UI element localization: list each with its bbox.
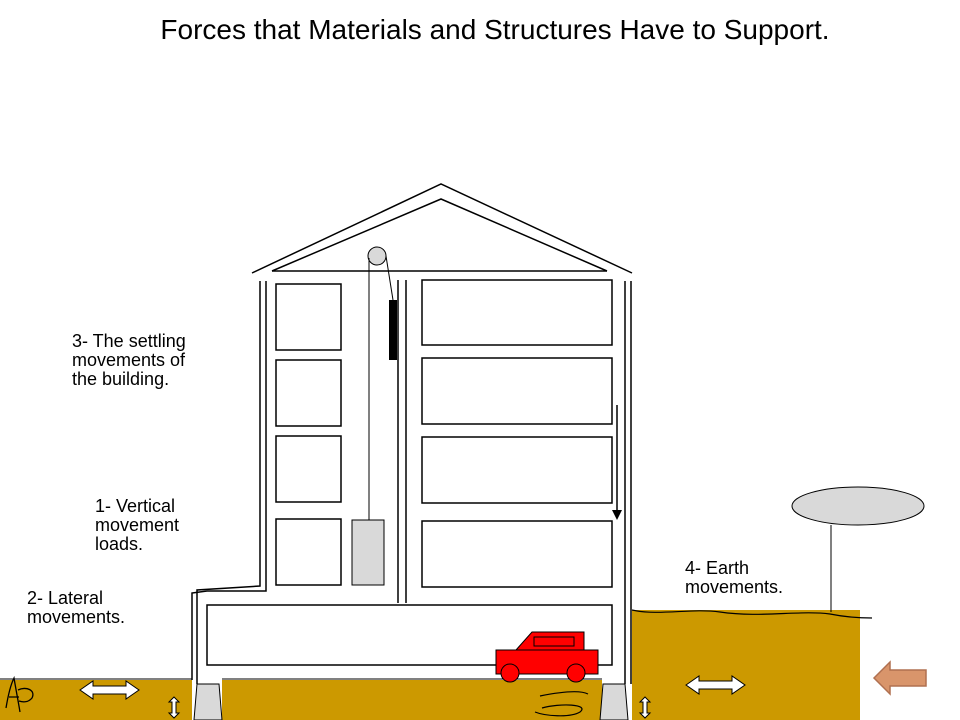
- label-vertical-loads: 1- Vertical movement loads.: [95, 496, 180, 554]
- page-title: Forces that Materials and Structures Hav…: [160, 14, 830, 45]
- ground-right: [632, 610, 860, 720]
- handwritten-mark: [5, 675, 34, 713]
- vertical-arrow-icon-right: [638, 696, 652, 719]
- elevator-cable-right: [385, 255, 394, 301]
- double-arrow-icon: [79, 680, 140, 700]
- window-left-4: [275, 518, 342, 586]
- window-left-2: [275, 359, 342, 427]
- double-arrow-icon: [685, 675, 746, 695]
- ground-under-building: [222, 680, 602, 720]
- room-right-4: [421, 520, 613, 588]
- counterweight: [389, 300, 397, 360]
- load-arrow-head: [612, 510, 622, 520]
- roof-outer: [251, 183, 633, 274]
- double-arrow-icon-left: [79, 680, 140, 700]
- elevator-car: [351, 519, 385, 586]
- wall-outer-left: [191, 281, 267, 680]
- car-icon: [495, 631, 599, 683]
- garage: [206, 604, 613, 666]
- foundation-pier-left: [193, 683, 223, 720]
- label-earth-movements: 4- Earth movements.: [685, 558, 784, 597]
- car-wheel-front: [566, 663, 586, 683]
- label-settling-movements: 3- The settling movements of the buildin…: [72, 331, 186, 389]
- label-lateral-movements: 2- Lateral movements.: [27, 588, 126, 627]
- vertical-arrow-icon-left: [167, 696, 181, 719]
- car-wheel-back: [500, 663, 520, 683]
- room-right-3: [421, 436, 613, 504]
- wall-inner-left: [196, 281, 261, 684]
- room-right-1: [421, 279, 613, 346]
- car-window: [533, 636, 575, 647]
- balloon: [791, 486, 925, 526]
- double-arrow-icon-right: [685, 675, 746, 695]
- scribble-mark: [534, 691, 589, 717]
- roof-inner: [271, 198, 608, 272]
- foundation-pier-right: [599, 683, 629, 720]
- back-arrow-icon[interactable]: [872, 660, 927, 696]
- window-left-1: [275, 283, 342, 351]
- earth-surface-line: [631, 609, 873, 619]
- elevator-pulley: [367, 246, 387, 266]
- room-right-2: [421, 357, 613, 425]
- window-left-3: [275, 435, 342, 503]
- balloon-icon: [791, 486, 925, 612]
